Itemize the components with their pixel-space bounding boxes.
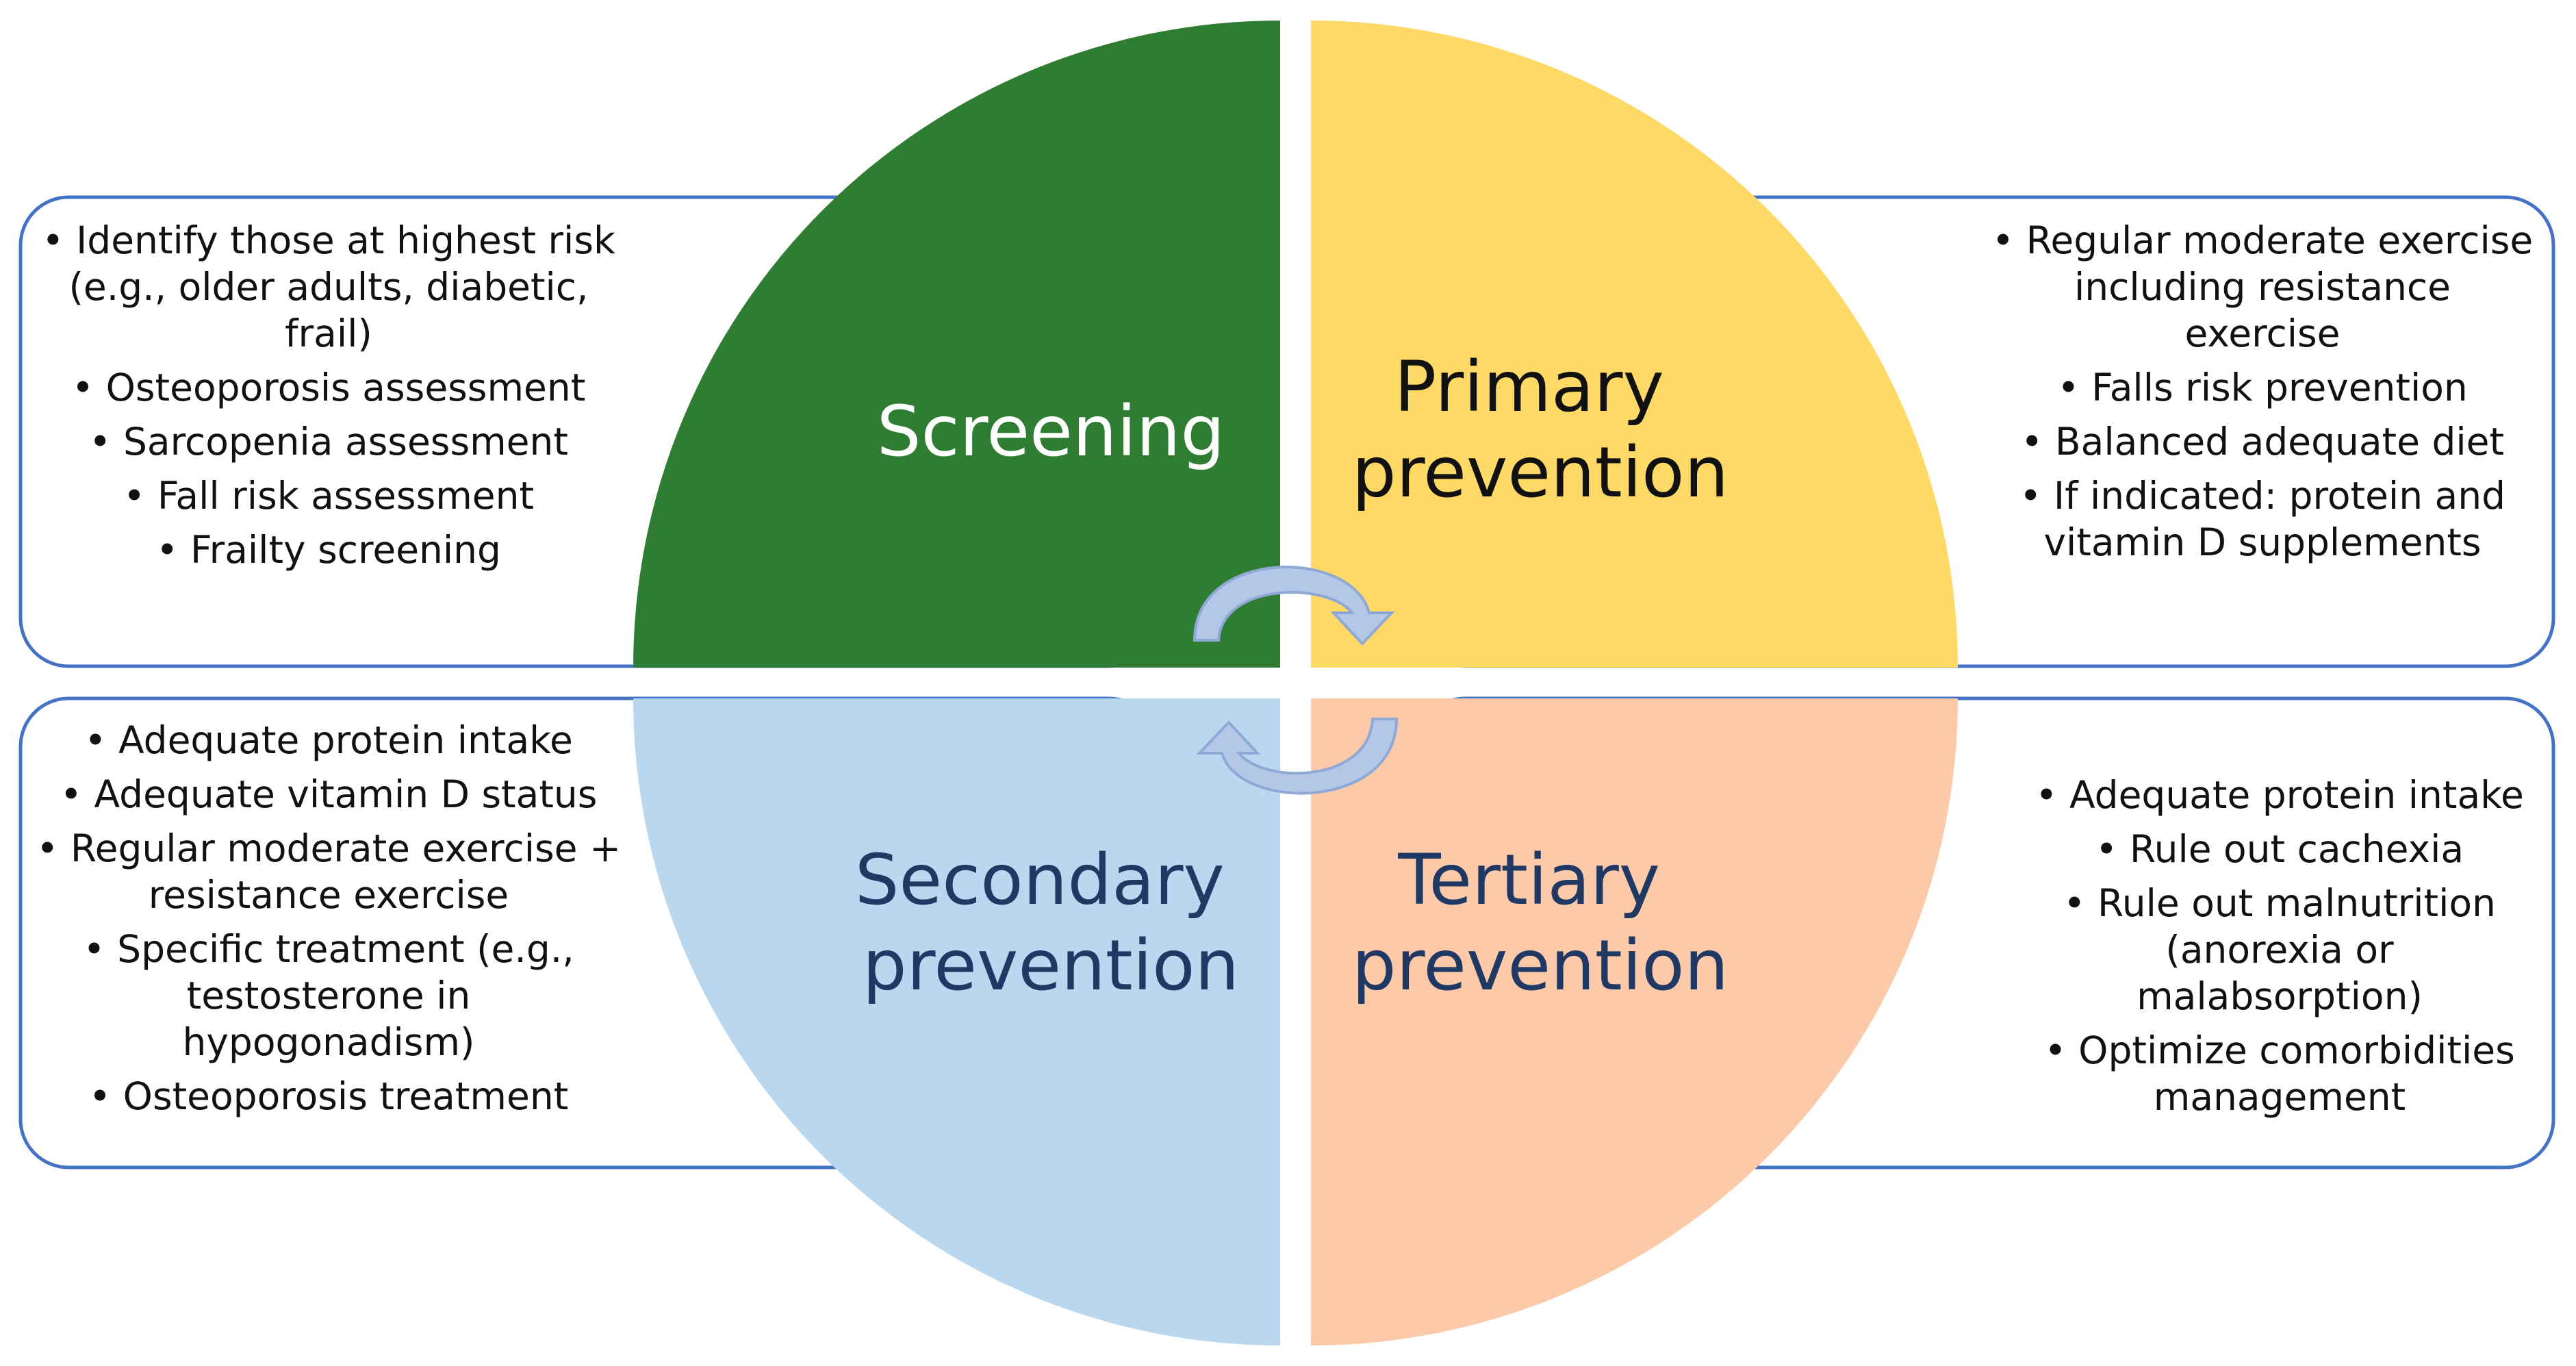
screening-bullet-1-line-2: (e.g., older adults, diabetic, [68,265,588,309]
primary-bullet-1-line-1: • Regular moderate exercise [1992,218,2534,262]
screening-title: Screening [877,391,1225,472]
screening-quadrant [633,21,1280,668]
tertiary-prevention-quadrant [1311,698,1958,1345]
primary-title-line-1: Primary [1394,346,1664,428]
tertiary-bullet-2-line-1: • Rule out cachexia [2095,827,2464,871]
primary-bullet-1-line-3: exercise [2185,312,2341,355]
screening-bullet-3-line-1: • Sarcopenia assessment [89,420,568,464]
tertiary-bullet-3-line-1: • Rule out malnutrition [2063,881,2496,925]
cycle-circle [633,21,1958,1345]
screening-bullet-2-line-1: • Osteoporosis assessment [72,366,586,409]
tertiary-title-line-2: prevention [1352,925,1729,1007]
lower-curved-arrow-icon [1196,718,1399,795]
secondary-title-line-1: Secondary [855,839,1225,921]
primary-bullet-2-line-1: • Falls risk prevention [2057,366,2468,409]
primary-prevention-title: Primary prevention [1352,346,1729,514]
tertiary-bullet-4-line-2: management [2154,1075,2406,1119]
secondary-title-line-2: prevention [863,925,1239,1007]
secondary-prevention-title: Secondary prevention [855,839,1247,1007]
primary-bullet-4-line-1: • If indicated: protein and [2019,474,2505,518]
upper-curved-arrow-icon [1193,566,1395,646]
tertiary-bullet-1-line-1: • Adequate protein intake [2035,773,2524,817]
screening-bullet-1-line-3: frail) [285,312,372,355]
screening-title-line: Screening [877,391,1225,472]
primary-title-line-2: prevention [1352,432,1729,514]
primary-bullet-3-line-1: • Balanced adequate diet [2021,420,2504,464]
tertiary-bullet-3-line-3: malabsorption) [2137,974,2423,1018]
screening-bullet-1-line-1: • Identify those at highest risk [42,218,615,262]
tertiary-bullet-4-line-1: • Optimize comorbidities [2044,1028,2514,1072]
tertiary-prevention-bullet-list: • Adequate protein intake • Rule out cach… [2035,773,2524,1119]
screening-bullet-4-line-1: • Fall risk assessment [123,474,534,518]
screening-bullet-5-line-1: • Frailty screening [156,528,501,572]
primary-prevention-quadrant [1311,21,1958,668]
tertiary-bullet-3-line-2: (anorexia or [2165,928,2394,972]
secondary-bullet-4-line-1: • Specific treatment (e.g., [83,927,574,971]
secondary-bullet-3-line-1: • Regular moderate exercise + [36,826,621,870]
primary-bullet-1-line-2: including resistance [2074,265,2451,309]
secondary-bullet-1-line-1: • Adequate protein intake [84,718,573,762]
secondary-bullet-3-line-2: resistance exercise [149,873,509,917]
secondary-prevention-bullet-list: • Adequate protein intake • Adequate vita… [36,718,621,1118]
tertiary-title-line-1: Tertiary [1397,839,1660,921]
tertiary-prevention-title: Tertiary prevention [1352,839,1729,1007]
secondary-prevention-quadrant [633,698,1280,1345]
secondary-bullet-2-line-1: • Adequate vitamin D status [60,772,598,816]
secondary-bullet-5-line-1: • Osteoporosis treatment [89,1074,569,1118]
secondary-bullet-4-line-3: hypogonadism) [183,1020,475,1064]
primary-bullet-4-line-2: vitamin D supplements [2043,520,2481,564]
secondary-bullet-4-line-2: testosterone in [187,974,471,1017]
screening-bullet-list: • Identify those at highest risk(e.g., o… [42,218,615,572]
cycle-arrows [1193,566,1399,795]
